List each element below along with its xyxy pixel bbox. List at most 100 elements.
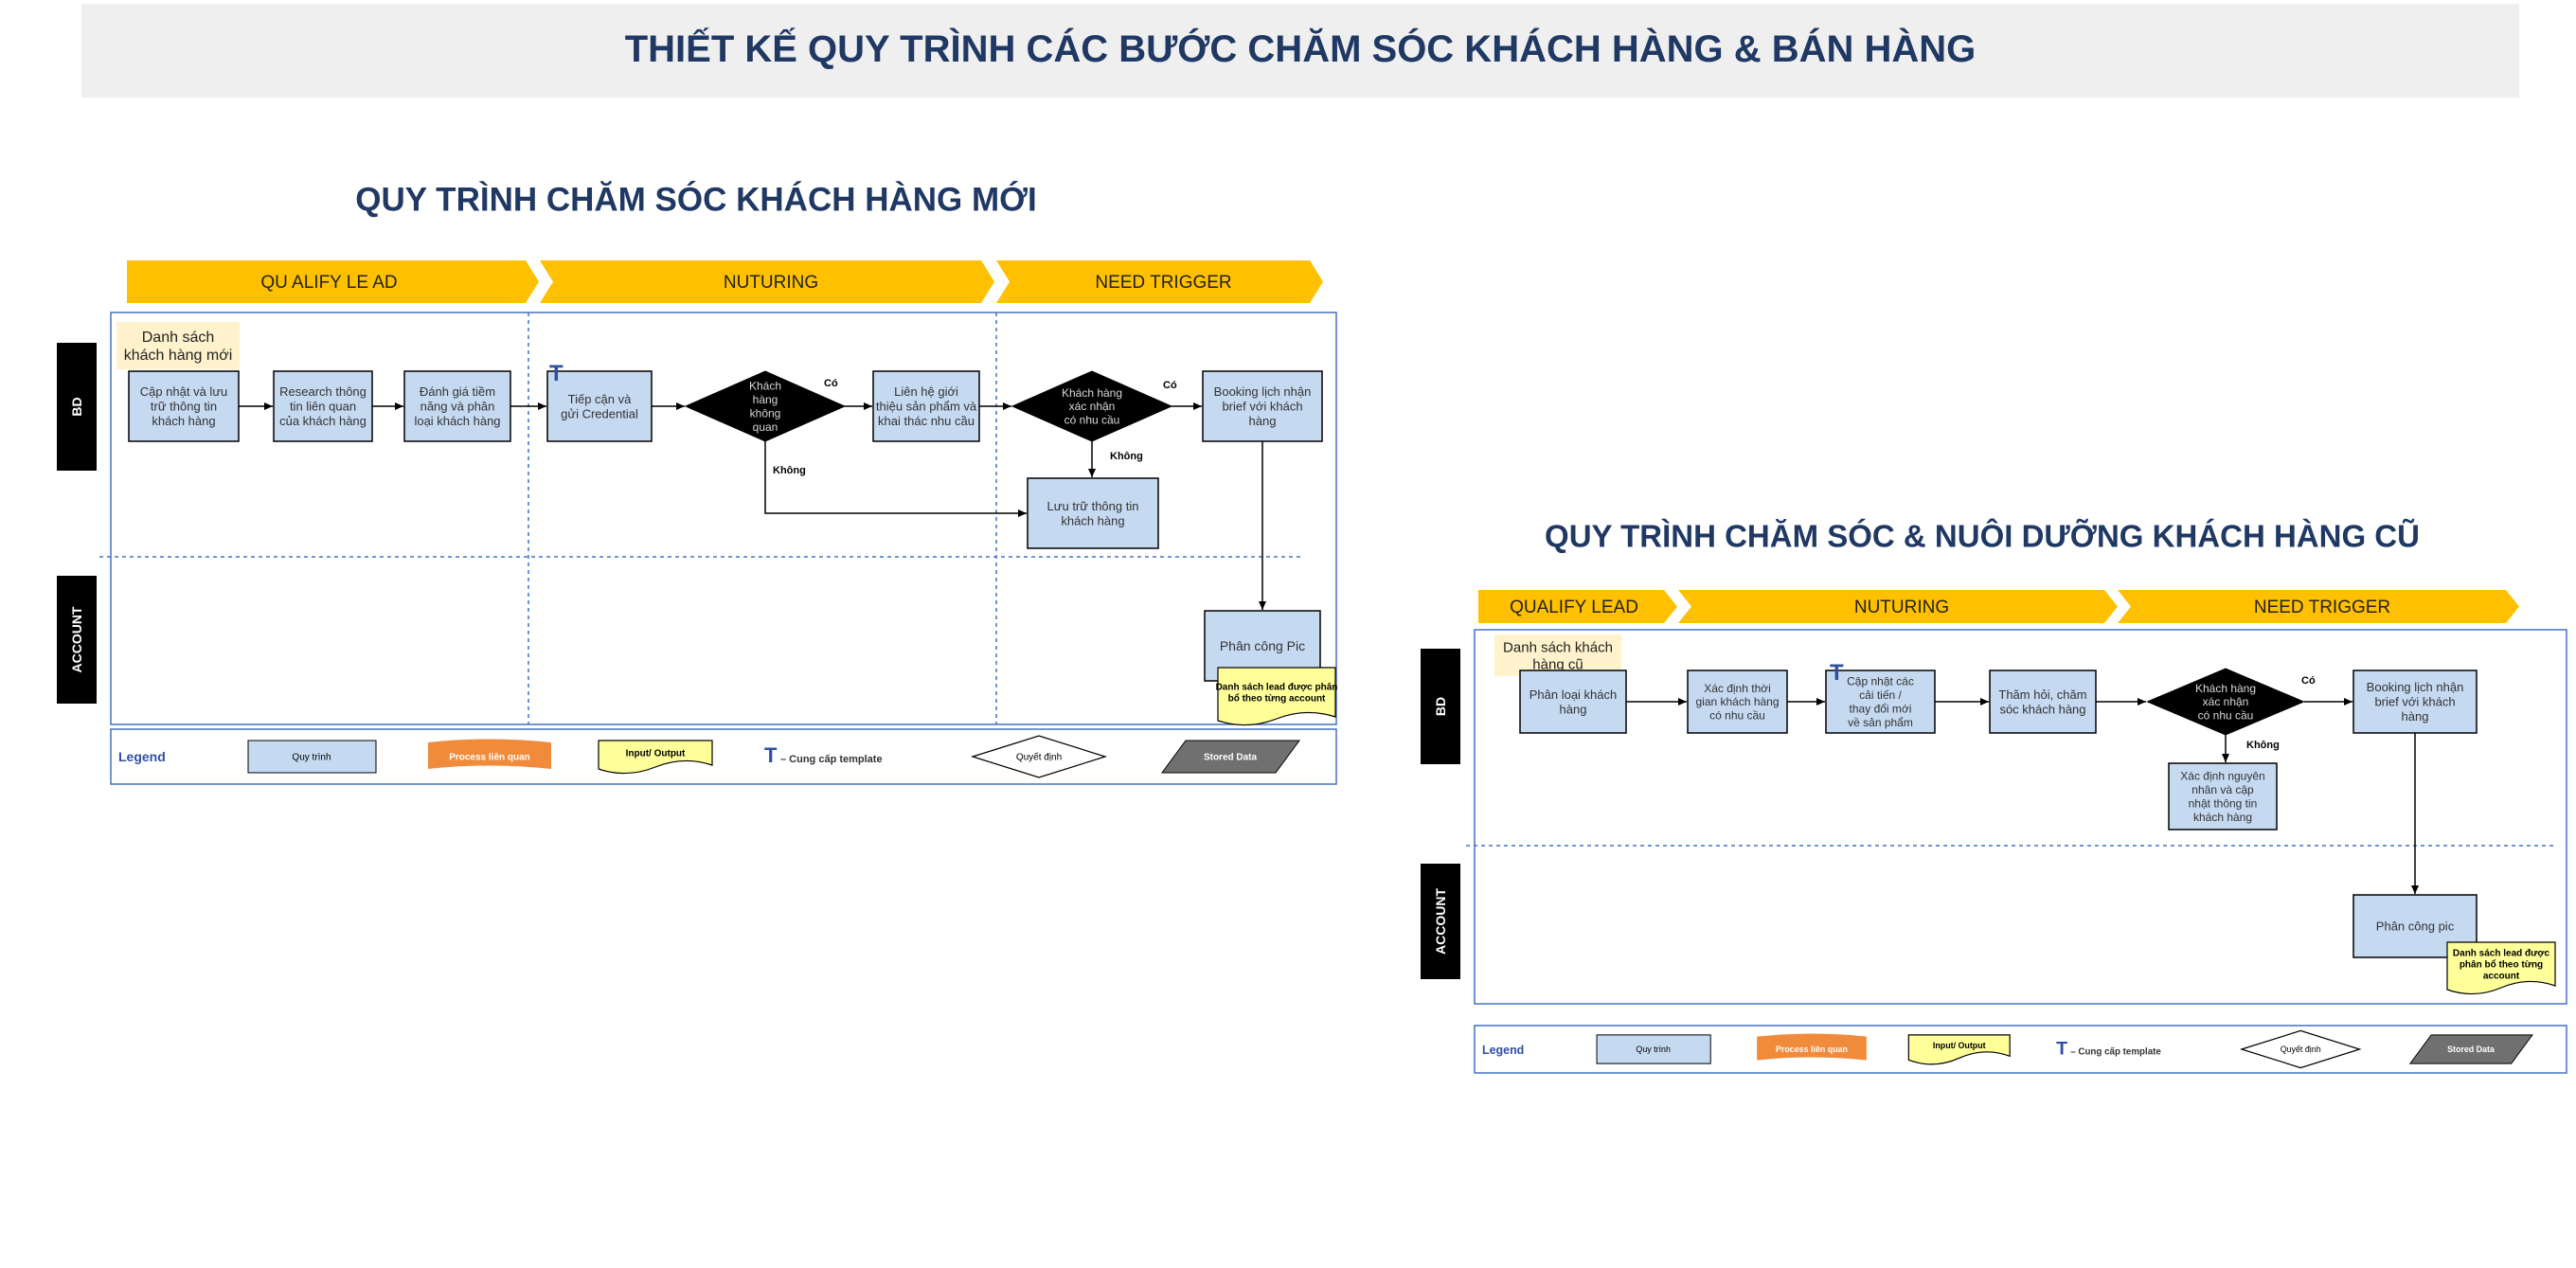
flow1-no-2: Không [1110,451,1143,462]
flow1-lane-account-label: ACCOUNT [69,606,84,672]
flow2-title: QUY TRÌNH CHĂM SÓC & NUÔI DƯỠNG KHÁCH HÀ… [1545,518,2420,554]
flow2-legend-decision [2239,1029,2362,1069]
flow1-yes-2: Có [1163,380,1177,391]
flow1-phase-need-trigger [996,260,1323,303]
flow2-phase-qualify [1478,590,1677,623]
flow2-legend-input-output-label: Input/ Output [1933,1041,1986,1050]
flow1-phase-need-trigger-label: NEED TRIGGER [1095,273,1231,293]
flow2-step-2 [1687,670,1788,734]
flow1-phase-qualify-label: QU ALIFY LE AD [260,273,397,293]
flow2-legend-related-process [1757,1033,1867,1061]
flow1-step-3 [403,370,511,442]
flow1-template-mark: T [549,361,564,386]
flow2-lane-bd-label: BD [1433,697,1448,716]
flow1-phase-qualify [127,260,539,303]
flow1-lane-account [57,576,97,704]
flow1-step-8-label: Phân công Pic [1220,638,1305,653]
flow1-legend-process [247,740,377,774]
flow1-legend-template-icon: T [764,743,778,767]
flow1-arrow-8 [764,441,1027,517]
flow2-phase-nuturing-label: NUTURING [1854,598,1949,617]
flow2-note [1494,634,1621,676]
flow2-legend-template-label: – Cung cấp template [2070,1046,2161,1057]
flow2-lane-bd [1421,649,1460,764]
flow1-legend-stored-data [1161,740,1300,774]
flow2-legend-input-output [1907,1034,2011,1065]
flow2-phase-need-trigger [2118,590,2519,623]
flow1-phase-nuturing [540,260,994,303]
flow1-frame [110,312,1337,725]
flow2-legend-related-process-label: Process liên quan [1776,1045,1848,1054]
flow1-legend-process-label: Quy trình [292,753,331,763]
flow2-lane-account-label: ACCOUNT [1433,888,1448,955]
flow1-legend-title: Legend [118,749,166,764]
flow1-legend-decision [970,735,1108,778]
flow2-step-4 [1989,670,2097,734]
flow2-output [2446,941,2556,995]
flow2-legend-template-icon: T [2056,1038,2067,1059]
flow1-step-7 [1027,477,1159,549]
flow2-step-5 [2352,670,2478,734]
flow1-step-2 [273,370,373,442]
flow1-title: QUY TRÌNH CHĂM SÓC KHÁCH HÀNG MỚI [355,180,1036,218]
flow2-step-3 [1825,670,1936,734]
flow2-legend-decision-label: Quyết định [2281,1045,2321,1054]
flow2-legend-title: Legend [1482,1044,1524,1057]
flow1-yes-1: Có [824,378,838,389]
flow1-step-5 [872,370,980,442]
flow2-legend-stored-data [2408,1034,2533,1064]
flow2-decision-1 [2146,668,2305,736]
flow1-lane-bd-label: BD [69,397,84,416]
flow2-template-mark: T [1830,660,1844,686]
flow2-phase-nuturing [1678,590,2118,623]
flow1-legend-decision-label: Quyết định [1016,752,1062,763]
flow1-legend-input-output-label: Input/ Output [626,749,686,759]
flow1-phase-nuturing-label: NUTURING [724,273,818,293]
flow2-phase-qualify-label: QUALIFY LEAD [1510,598,1638,617]
flow1-legend-input-output [598,740,713,775]
flow2-step-7-label: Phân công pic [2376,920,2455,934]
flow2-legend-stored-data-label: Stored Data [2447,1045,2495,1054]
flow1-step-6 [1202,370,1323,442]
flow1-legend-stored-data-label: Stored Data [1204,753,1258,763]
flow2-no-1: Không [2246,740,2280,751]
flow2-legend-process-label: Quy trình [1636,1045,1671,1054]
flow1-step-1 [128,370,240,442]
flow1-output [1217,667,1336,726]
flow1-legend-related-process-label: Process liên quan [449,753,530,763]
page-title: THIẾT KẾ QUY TRÌNH CÁC BƯỚC CHĂM SÓC KHÁ… [624,28,1977,70]
flow2-frame [1474,629,2567,1005]
flow1-lane-bd [57,343,97,471]
flow1-legend-related-process [428,739,551,769]
flow1-note [116,322,240,369]
flow1-step-4 [546,370,653,442]
flow2-phase-need-trigger-label: NEED TRIGGER [2254,598,2390,617]
page-banner: THIẾT KẾ QUY TRÌNH CÁC BƯỚC CHĂM SÓC KHÁ… [81,4,2519,98]
flow2-step-6 [2168,762,2278,830]
flow2-lane-account [1421,864,1460,979]
flow2-legend-process [1596,1034,1711,1064]
flow1-no-1: Không [773,465,806,476]
flow1-legend-template-label: – Cung cấp template [780,754,883,765]
